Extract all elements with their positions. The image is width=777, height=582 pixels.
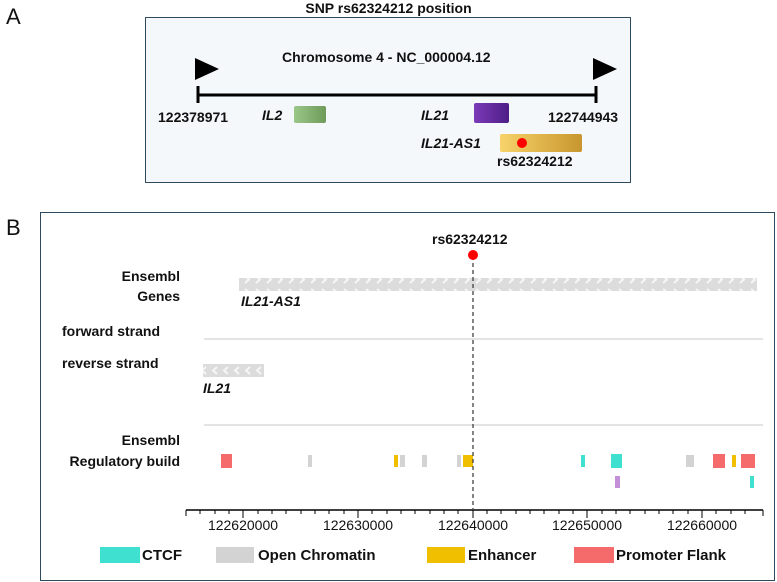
reg-ctcf-3 [750,476,754,488]
legend-swatch-promoter-flank [574,547,614,563]
track-label-regulatory-1: Ensembl [121,432,180,448]
legend-label-promoter-flank: Promoter Flank [616,547,727,564]
axis-tick-label: 122650000 [551,517,623,533]
reg-open-1 [308,455,312,467]
legend-swatch-open-chromatin [216,547,254,563]
reg-ctcf-2 [611,454,622,468]
reg-enhancer-3 [732,455,736,467]
gene-il2-label: IL2 [262,107,283,123]
end-coordinate: 122744943 [548,109,619,125]
panel-a-letter: A [6,4,21,29]
reg-purple-1 [615,476,620,488]
gene-il21-block [474,103,509,123]
panel-a-diagram [195,58,617,152]
track-label-forward: forward strand [62,323,161,339]
legend-swatch-enhancer [427,547,465,563]
reg-open-5 [686,455,694,467]
reg-open-4 [457,455,461,467]
reg-open-2 [400,455,405,467]
chromosome-label: Chromosome 4 - NC_000004.12 [282,49,491,65]
gene-il21-label: IL21 [421,107,450,123]
right-arrow-icon [593,58,617,80]
legend-label-ctcf: CTCF [142,547,182,564]
legend-label-enhancer: Enhancer [468,547,537,564]
legend-swatch-ctcf [100,547,140,563]
gene-reverse-label: IL21 [203,380,232,396]
snp-label-b: rs62324212 [432,231,508,247]
reg-ctcf-1 [581,455,585,467]
axis-tick-label: 122630000 [322,517,394,533]
axis-tick-label: 122640000 [437,517,509,533]
left-arrow-icon [195,58,219,80]
reg-enhancer-2 [463,455,473,467]
track-label-genes: Genes [137,288,180,304]
axis-tick-label: 122620000 [207,517,279,533]
panel-a-box [145,17,631,183]
reg-enhancer-1 [394,455,398,467]
panel-b-letter: B [6,215,21,240]
track-label-regulatory-2: Regulatory build [69,453,180,469]
gene-forward-label: IL21-AS1 [241,293,301,309]
reg-promoter-3 [741,454,755,468]
panel-a-title: SNP rs62324212 position [305,0,472,16]
gene-il2-block [294,106,326,123]
reg-open-3 [422,455,427,467]
reg-promoter-2 [713,454,725,468]
track-label-ensembl: Ensembl [121,268,180,284]
panel-b-box [40,212,775,581]
track-label-reverse: reverse strand [62,355,159,371]
snp-marker-a [517,138,527,148]
legend-label-open-chromatin: Open Chromatin [258,547,376,564]
snp-label-a: rs62324212 [497,153,573,169]
reg-promoter-1 [221,454,232,468]
gene-reverse-bar [203,364,264,377]
gene-il21-as1-label: IL21-AS1 [421,135,481,151]
snp-marker-b [468,250,478,260]
gene-forward-bar [239,278,757,291]
start-coordinate: 122378971 [158,109,229,125]
axis-minor-ticks [185,510,764,518]
axis-tick-label: 122660000 [666,517,738,533]
